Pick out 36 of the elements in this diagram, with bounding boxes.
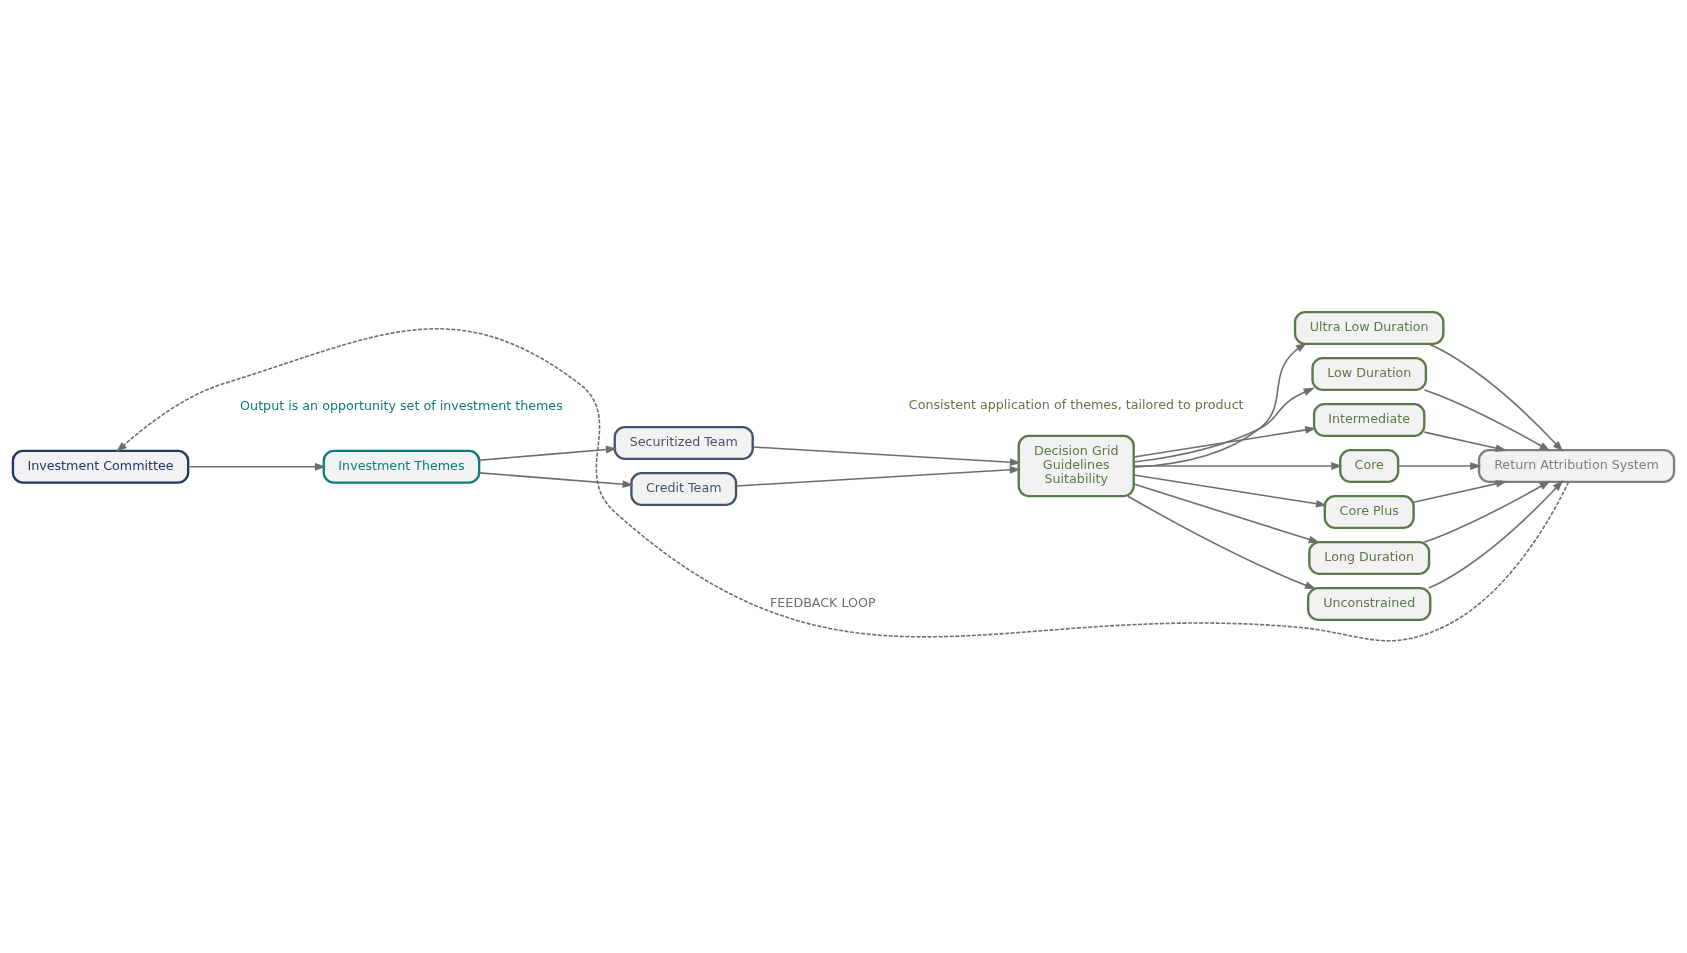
arrow [752, 446, 1022, 467]
node-box: Ultra Low Duration [1293, 311, 1445, 346]
node-box: Unconstrained [1306, 586, 1432, 621]
arrow [1133, 462, 1343, 470]
arrow [478, 445, 618, 462]
edge-label: FEEDBACK LOOP [770, 594, 876, 610]
arrow [1412, 480, 1507, 504]
node-box: Credit Team [630, 471, 738, 507]
node-box: Core Plus [1323, 494, 1415, 530]
arrow [1127, 495, 1317, 589]
node-label: Output is an opportunity set of investment themes [240, 397, 563, 413]
arrow [187, 462, 327, 471]
node-box: Core [1339, 448, 1400, 484]
arrow [1427, 480, 1564, 589]
arrow [116, 328, 1570, 642]
arrow [1397, 462, 1482, 470]
arrow [1427, 343, 1564, 452]
node-box: Securitized Team [613, 425, 754, 461]
node-box: Return Attribution System [1477, 448, 1676, 484]
arrow [1423, 480, 1551, 543]
node-box: Low Duration [1311, 356, 1428, 392]
arrow [1132, 387, 1315, 463]
arrow [1133, 426, 1317, 458]
arrow [1133, 342, 1307, 469]
node-box: Decision Grid Guidelines Suitability [1017, 434, 1135, 498]
label: Consistent application of themes, tailored to product [908, 396, 1244, 412]
arrow [1423, 389, 1551, 452]
arrow [1423, 431, 1507, 452]
node-box: Investment Themes [322, 449, 481, 484]
arrow [478, 472, 634, 489]
node-box: Intermediate [1312, 402, 1426, 438]
arrow [1133, 474, 1328, 508]
arrow [1133, 483, 1320, 544]
arrow [735, 465, 1021, 487]
node-box: Long Duration [1308, 540, 1431, 576]
node-box: Investment Committee [11, 449, 190, 484]
